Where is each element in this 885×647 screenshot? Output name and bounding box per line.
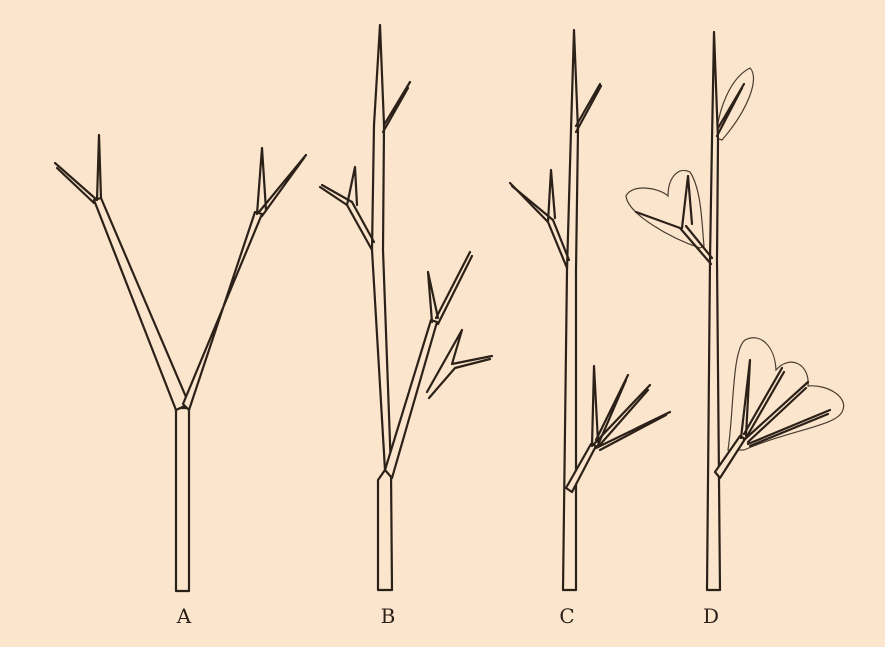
stage-c-planation (510, 30, 670, 590)
label-d: D (691, 604, 731, 628)
stage-b-overtopping (320, 25, 492, 590)
label-c: C (547, 604, 587, 628)
stage-d-webbing (626, 32, 844, 590)
label-a: A (164, 604, 204, 628)
stage-a-branching (55, 135, 306, 591)
label-b: B (368, 604, 408, 628)
webbed-leaf-left (626, 170, 704, 248)
